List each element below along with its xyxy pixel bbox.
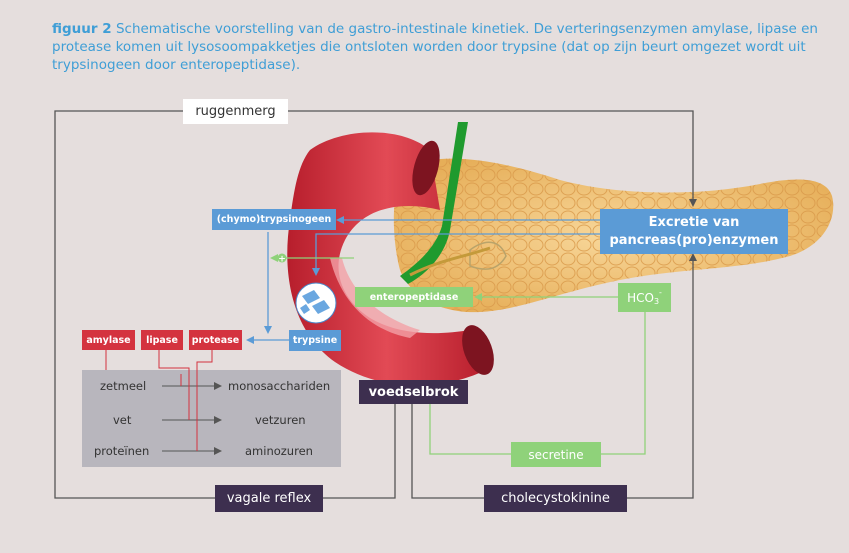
caption-text: Schematische voorstelling van de gastro-… (52, 21, 818, 73)
trypsin-activation-icon (295, 282, 337, 324)
protease-box: protease (189, 330, 242, 350)
substrate-vet: vet (113, 413, 132, 427)
duodenum-shape (287, 132, 494, 386)
connector-lines-blue (246, 216, 600, 344)
caption-label: figuur 2 (52, 21, 112, 37)
excretie-line2: pancreas(pro)enzymen (609, 232, 779, 248)
vagale-reflex-box: vagale reflex (215, 485, 323, 512)
enteropeptidase-box: enteropeptidase (355, 287, 473, 307)
product-aminozuren: aminozuren (245, 444, 313, 458)
secretine-box: secretine (511, 442, 601, 467)
trypsine-box: trypsine (289, 330, 341, 351)
figure-caption: figuur 2 Schematische voorstelling van d… (52, 20, 832, 74)
excretie-box: Excretie van pancreas(pro)enzymen (600, 209, 788, 254)
excretie-line1: Excretie van (648, 214, 740, 230)
ruggenmerg-box: ruggenmerg (183, 99, 288, 124)
hco3-subscript: 3 (653, 297, 660, 306)
product-monosacchariden: monosacchariden (228, 379, 331, 393)
voedselbrok-box: voedselbrok (359, 380, 468, 404)
chymotrypsinogeen-box: (chymo)trypsinogeen (212, 209, 336, 230)
product-vetzuren: vetzuren (255, 413, 306, 427)
substrate-proteinen: proteïnen (94, 444, 150, 458)
hco3-superscript: - (659, 288, 662, 297)
amylase-box: amylase (82, 330, 135, 350)
hco3-label: HCO (627, 290, 654, 305)
connector-lines-dark (54, 110, 697, 499)
substrate-zetmeel: zetmeel (100, 379, 147, 393)
cholecystokinine-box: cholecystokinine (484, 485, 627, 512)
activation-plus-circle (277, 253, 287, 263)
activation-plus-sign: + (278, 255, 286, 265)
bile-duct-shape (400, 122, 507, 284)
lipase-box: lipase (141, 330, 183, 350)
